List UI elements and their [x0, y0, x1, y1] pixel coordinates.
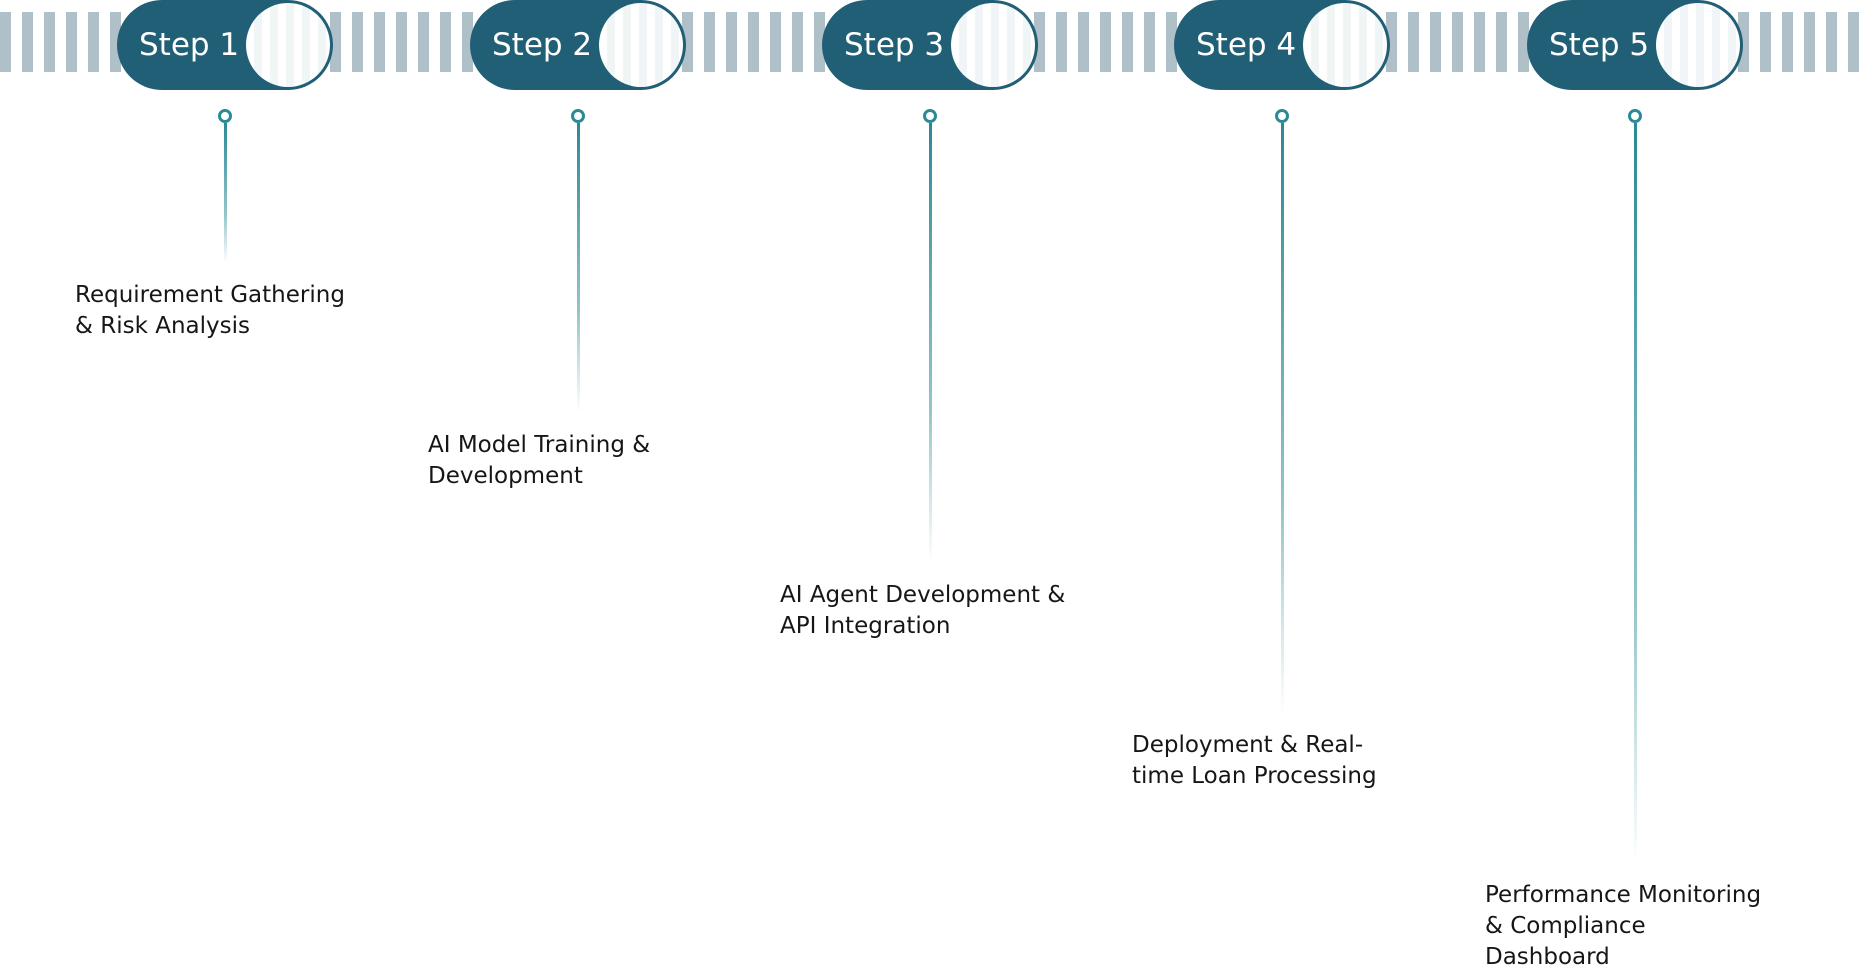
step-4-pill-label: Step 4 — [1196, 27, 1297, 63]
step-4-title: Deployment & Real- time Loan Processing — [1132, 730, 1462, 792]
step-3-title-line-1: AI Agent Development & — [780, 582, 1066, 608]
step-2-title-line-2: Development — [428, 463, 583, 489]
step-2-knob — [599, 3, 683, 87]
step-2-connector-line — [577, 123, 580, 413]
step-5-title-line-3: Dashboard — [1485, 944, 1610, 970]
step-3-pill: Step 3 — [822, 0, 1038, 90]
step-5-knob — [1656, 3, 1740, 87]
step-4: Step 4 Deployment & Real- time Loan Proc… — [1132, 0, 1390, 977]
step-4-title-line-1: Deployment & Real- — [1132, 732, 1364, 758]
step-3: Step 3 AI Agent Development & API Integr… — [780, 0, 1065, 977]
step-1-pill-label: Step 1 — [139, 27, 240, 63]
step-5-title-line-2: & Compliance — [1485, 913, 1646, 939]
step-1: Step 1 Requirement Gathering & Risk Anal… — [75, 0, 345, 977]
step-3-title-line-2: API Integration — [780, 613, 951, 639]
step-3-pill-label: Step 3 — [844, 27, 945, 63]
step-4-pill: Step 4 — [1174, 0, 1390, 90]
step-5-connector-dot — [1628, 109, 1642, 123]
step-1-title-line-1: Requirement Gathering — [75, 282, 345, 308]
step-2-title-line-1: AI Model Training & — [428, 432, 651, 458]
step-4-knob — [1303, 3, 1387, 87]
step-2-title: AI Model Training & Development — [428, 430, 758, 492]
step-5-pill: Step 5 — [1527, 0, 1743, 90]
step-1-knob — [246, 3, 330, 87]
step-4-connector-dot — [1275, 109, 1289, 123]
step-2-pill-label: Step 2 — [492, 27, 593, 63]
step-3-title: AI Agent Development & API Integration — [780, 580, 1120, 642]
step-1-pill: Step 1 — [117, 0, 333, 90]
step-1-connector-dot — [218, 109, 232, 123]
step-3-knob — [951, 3, 1035, 87]
step-1-title: Requirement Gathering & Risk Analysis — [75, 280, 405, 342]
step-2-connector-dot — [571, 109, 585, 123]
step-3-connector-dot — [923, 109, 937, 123]
step-5-connector-line — [1634, 123, 1637, 863]
step-1-connector-line — [224, 123, 227, 263]
step-5: Step 5 Performance Monitoring & Complian… — [1485, 0, 1761, 977]
step-4-title-line-2: time Loan Processing — [1132, 763, 1377, 789]
step-5-title: Performance Monitoring & Compliance Dash… — [1485, 880, 1815, 973]
step-4-connector-line — [1281, 123, 1284, 713]
step-5-title-line-1: Performance Monitoring — [1485, 882, 1762, 908]
step-2-pill: Step 2 — [470, 0, 686, 90]
step-2: Step 2 AI Model Training & Development — [428, 0, 686, 977]
step-5-pill-label: Step 5 — [1549, 27, 1650, 63]
step-1-title-line-2: & Risk Analysis — [75, 313, 250, 339]
step-3-connector-line — [929, 123, 932, 563]
